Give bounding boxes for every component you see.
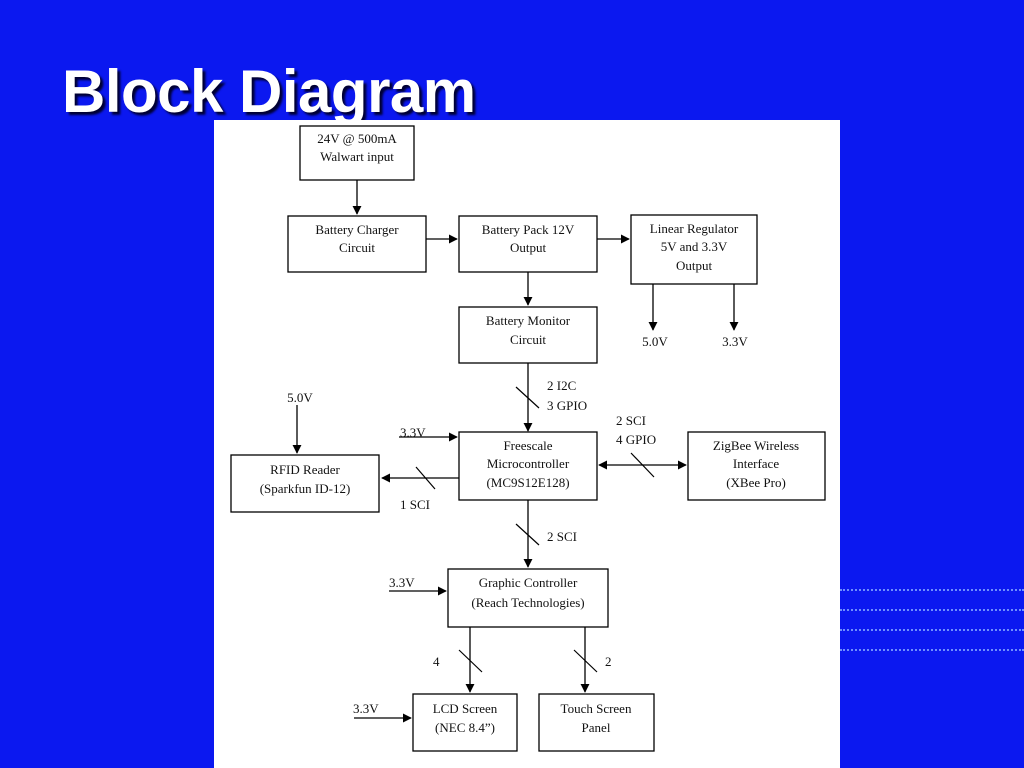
block-microcontroller: Freescale Microcontroller (MC9S12E128) (458, 431, 598, 501)
block-text: Linear Regulator (650, 221, 739, 236)
label-graphic-supply: 3.3V (389, 575, 415, 590)
bus-slash (515, 523, 540, 546)
block-text: Panel (582, 720, 611, 735)
block-text: ZigBee Wireless (713, 438, 799, 453)
block-text: Battery Monitor (486, 313, 571, 328)
slide-title: Block Diagram (62, 58, 476, 125)
block-rfid-reader: RFID Reader (Sparkfun ID-12) (230, 454, 380, 513)
block-graphic-controller: Graphic Controller (Reach Technologies) (447, 568, 609, 628)
block-walwart-input: 24V @ 500mA Walwart input (299, 125, 415, 181)
block-text: Touch Screen (561, 701, 632, 716)
block-text: Interface (733, 456, 779, 471)
block-text: Circuit (510, 332, 546, 347)
block-lcd-screen: LCD Screen (NEC 8.4”) (412, 693, 518, 752)
label-33v-output: 3.3V (722, 334, 748, 349)
block-text: Freescale (503, 438, 552, 453)
bus-slash (573, 649, 598, 673)
block-text: Walwart input (320, 149, 394, 164)
block-text: Circuit (339, 240, 375, 255)
block-text: (NEC 8.4”) (435, 720, 495, 735)
block-text: 24V @ 500mA (317, 131, 397, 146)
block-text: Output (676, 258, 713, 273)
block-text: (MC9S12E128) (486, 475, 569, 490)
block-battery-charger: Battery Charger Circuit (287, 215, 427, 273)
block-diagram-panel: 24V @ 500mA Walwart input Battery Charge… (214, 120, 840, 768)
label-mcu-supply: 3.3V (400, 425, 426, 440)
block-text: Output (510, 240, 547, 255)
label-i2c-bus: 2 I2C (547, 378, 576, 393)
block-text: (XBee Pro) (726, 475, 786, 490)
block-zigbee-interface: ZigBee Wireless Interface (XBee Pro) (687, 431, 826, 501)
signal-labels: 5.0V 3.3V 2 I2C 3 GPIO 5.0V 3.3V 2 SCI 4… (287, 334, 748, 716)
bus-slash (415, 466, 436, 490)
label-lcd-bus: 4 (433, 654, 440, 669)
bus-slash (630, 452, 655, 478)
decorative-dotted-line (840, 609, 1024, 611)
block-battery-monitor: Battery Monitor Circuit (458, 306, 598, 364)
block-text: Battery Charger (315, 222, 399, 237)
block-text: (Sparkfun ID-12) (260, 481, 351, 496)
block-touch-screen-panel: Touch Screen Panel (538, 693, 655, 752)
bus-slash (458, 649, 483, 673)
decorative-dotted-line (840, 629, 1024, 631)
decorative-dotted-line (840, 589, 1024, 591)
block-text: LCD Screen (433, 701, 498, 716)
block-text: Battery Pack 12V (482, 222, 575, 237)
bus-slash (515, 386, 540, 409)
label-rfid-supply: 5.0V (287, 390, 313, 405)
label-gpio-bus: 3 GPIO (547, 398, 587, 413)
block-text: RFID Reader (270, 462, 340, 477)
label-5v-output: 5.0V (642, 334, 668, 349)
connectors (292, 180, 739, 723)
label-graphic-sci: 2 SCI (547, 529, 577, 544)
block-linear-regulator: Linear Regulator 5V and 3.3V Output (630, 214, 758, 285)
block-text: (Reach Technologies) (471, 595, 584, 610)
label-zigbee-gpio: 4 GPIO (616, 432, 656, 447)
block-text: Graphic Controller (479, 575, 578, 590)
block-diagram: 24V @ 500mA Walwart input Battery Charge… (230, 125, 826, 752)
block-battery-pack: Battery Pack 12V Output (458, 215, 598, 273)
block-text: 5V and 3.3V (661, 239, 728, 254)
label-lcd-supply: 3.3V (353, 701, 379, 716)
label-rfid-sci: 1 SCI (400, 497, 430, 512)
block-text: Microcontroller (487, 456, 570, 471)
label-touch-bus: 2 (605, 654, 612, 669)
label-zigbee-sci: 2 SCI (616, 413, 646, 428)
decorative-dotted-line (840, 649, 1024, 651)
